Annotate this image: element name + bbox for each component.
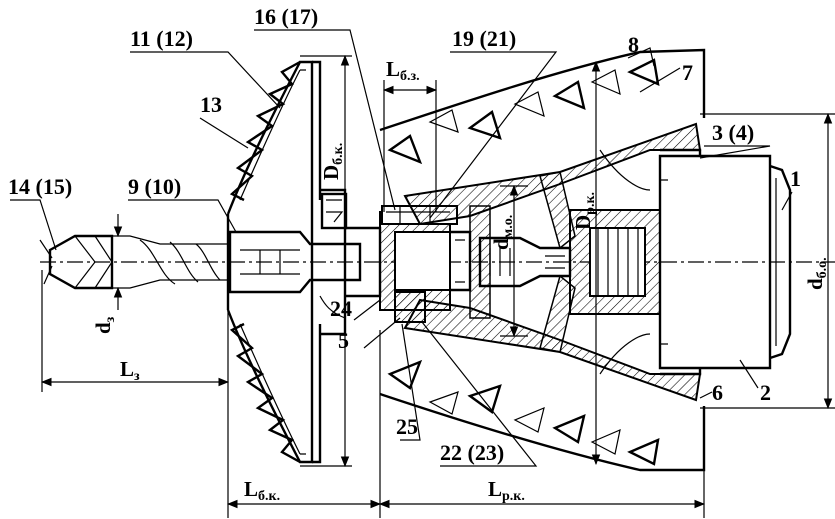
- label-6: 6: [712, 380, 723, 405]
- leader-lines: [10, 29, 793, 467]
- dim-l-bz: Lб.з.: [386, 57, 420, 84]
- rotor-cone: [379, 48, 706, 472]
- drill-bit: [39, 234, 230, 290]
- dim-l-z: Lз: [120, 357, 140, 384]
- label-8: 8: [628, 32, 639, 57]
- dimension-lines: [40, 54, 835, 518]
- adapter-body: [228, 230, 362, 294]
- label-13: 13: [200, 92, 222, 117]
- dim-d-mo: dм.о.: [489, 215, 516, 250]
- bell-crown: [226, 60, 322, 464]
- dim-d-bk: Dб.к.: [319, 143, 346, 180]
- label-9-10: 9 (10): [128, 174, 181, 199]
- cutter-teeth: [387, 58, 660, 466]
- label-7: 7: [682, 60, 693, 85]
- label-3-4: 3 (4): [712, 120, 754, 145]
- dim-l-bk: Lб.к.: [244, 477, 280, 504]
- motor-housing: [658, 148, 792, 376]
- label-24: 24: [330, 296, 352, 321]
- dim-d-rk: Dр.к.: [571, 192, 598, 230]
- label-14-15: 14 (15): [8, 174, 72, 199]
- label-1: 1: [790, 166, 801, 191]
- label-5: 5: [338, 328, 349, 353]
- label-2: 2: [760, 380, 771, 405]
- label-16-17: 16 (17): [254, 4, 318, 29]
- label-11-12: 11 (12): [130, 26, 193, 51]
- dim-d-z: dз: [91, 316, 118, 334]
- label-19-21: 19 (21): [452, 26, 516, 51]
- label-22-23: 22 (23): [440, 440, 504, 465]
- label-25: 25: [396, 414, 418, 439]
- dim-d-bo: dб.о.: [803, 257, 830, 290]
- dim-l-rk: Lр.к.: [488, 477, 525, 504]
